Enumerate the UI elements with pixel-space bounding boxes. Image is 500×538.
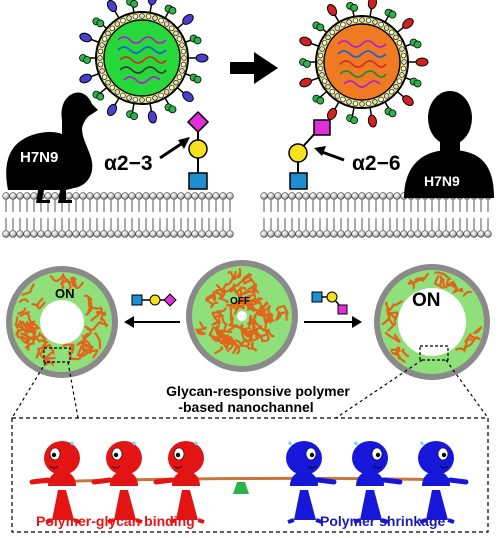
rna-strands [337, 40, 387, 88]
glycan-icon [186, 110, 210, 190]
rope-marker [233, 482, 249, 494]
lipid-bilayer-left [2, 192, 234, 238]
right-bottom-caption: Polymer shrinkage [320, 513, 445, 529]
nanochannel-icon [6, 266, 118, 378]
right-state-label: ON [412, 290, 441, 311]
tug-of-war-figure-icon [418, 441, 469, 524]
glycan-icon [311, 291, 348, 315]
virus-icon [299, 0, 429, 128]
virus-icon [79, 0, 209, 124]
glycan-icon [131, 293, 177, 307]
human-silhouette-icon [404, 91, 494, 198]
duck-icon [6, 92, 99, 203]
lipid-bilayer-right [260, 192, 492, 238]
nanochannel-icon [186, 260, 298, 372]
left-state-label: ON [55, 286, 75, 301]
tug-of-war-figure-icon [91, 441, 143, 524]
right-linkage-label: α2−6 [352, 152, 401, 175]
arrow-left-icon [124, 316, 180, 328]
left-bottom-caption: Polymer-glycan binding [36, 513, 195, 529]
rna-strands [117, 36, 167, 84]
caption-line-2: -based nanochannel [178, 399, 313, 415]
caption-line-1: Glycan-responsive polymer [166, 383, 350, 399]
right-strain-label: H7N9 [424, 173, 460, 189]
tug-of-war-figure-icon [352, 441, 403, 524]
tug-of-war-figure-icon [153, 441, 205, 524]
nanochannel-icon [374, 264, 490, 380]
zoom-frame [11, 417, 489, 533]
center-state-label: OFF [230, 296, 250, 307]
glycan-icon [288, 119, 331, 190]
arrow-right-icon [304, 316, 362, 328]
tug-of-war-figure-icon [286, 441, 337, 524]
left-linkage-label: α2−3 [104, 152, 153, 175]
arrow-right-icon [230, 52, 278, 84]
zoom-box-right [419, 345, 449, 361]
zoom-box-left [43, 347, 71, 363]
left-strain-label: H7N9 [20, 149, 58, 166]
tug-of-war-figure-icon [29, 441, 81, 524]
